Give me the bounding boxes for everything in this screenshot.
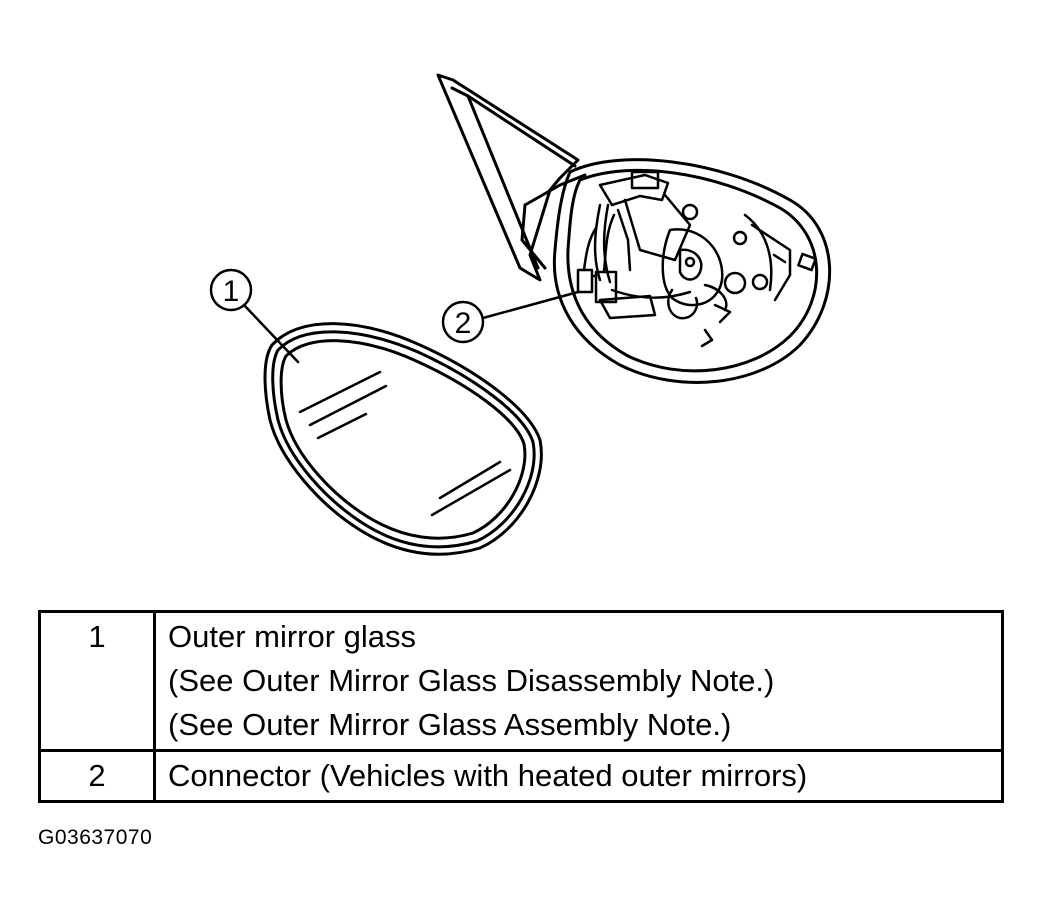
legend-row: 1 Outer mirror glass (See Outer Mirror G…: [38, 610, 1004, 752]
callout-2-marker: [441, 290, 580, 344]
legend-part-name: Connector (Vehicles with heated outer mi…: [168, 758, 808, 793]
connector-part: [576, 213, 618, 304]
figure-id-label: G03637070: [38, 826, 153, 849]
legend-row-number: 2: [38, 749, 156, 803]
legend-row-number: 1: [38, 610, 156, 752]
parts-legend-table: 1 Outer mirror glass (See Outer Mirror G…: [38, 610, 1004, 803]
mirror-housing: [436, 73, 831, 384]
actuator-assembly: [593, 170, 817, 348]
legend-note-reference: (See Outer Mirror Glass Assembly Note.): [168, 707, 732, 742]
callout-1-number: 1: [223, 275, 240, 308]
legend-part-name: Outer mirror glass: [168, 619, 417, 654]
legend-row-description: Connector (Vehicles with heated outer mi…: [153, 749, 1004, 803]
legend-note-reference: (See Outer Mirror Glass Disassembly Note…: [168, 663, 775, 698]
outer-mirror-glass: [263, 322, 543, 556]
legend-row-description: Outer mirror glass (See Outer Mirror Gla…: [153, 610, 1004, 752]
callout-2-number: 2: [455, 307, 472, 340]
legend-row: 2 Connector (Vehicles with heated outer …: [38, 749, 1004, 803]
mirror-exploded-illustration: 1 2: [209, 73, 831, 556]
callout-1-marker: [209, 268, 300, 364]
